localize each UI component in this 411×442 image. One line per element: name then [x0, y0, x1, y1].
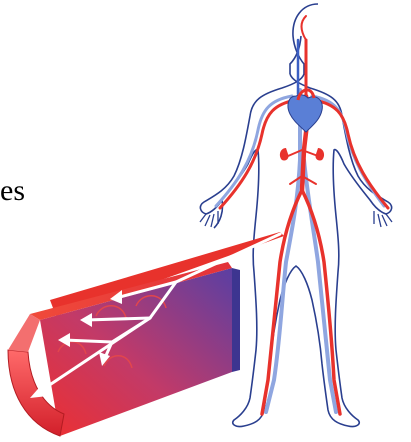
- head-outline: [290, 36, 301, 74]
- kidney-left: [280, 148, 289, 161]
- artery-head: [302, 16, 307, 40]
- artery-right-arm: [314, 100, 388, 208]
- vein-main-right: [304, 160, 336, 412]
- heart-shape: [288, 95, 322, 132]
- flow-arrow-branch: [64, 340, 112, 342]
- vessel-near-rim: [8, 314, 40, 352]
- kidney-right: [315, 148, 324, 161]
- vessel-far-end: [232, 268, 240, 372]
- flow-arrow-branch: [86, 318, 150, 320]
